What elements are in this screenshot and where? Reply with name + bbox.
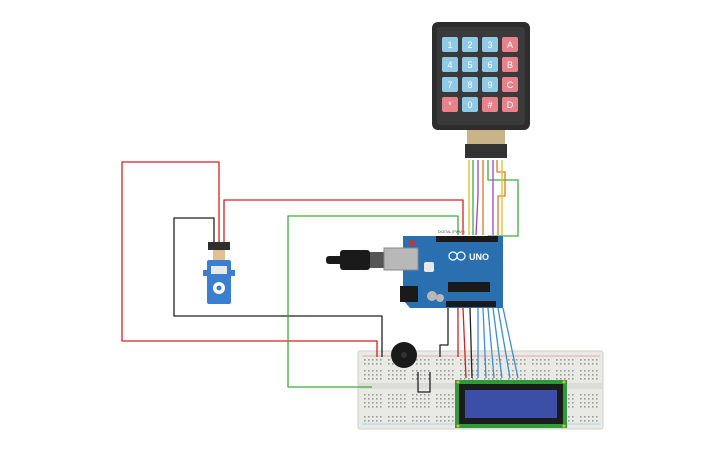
keypad-key[interactable] bbox=[442, 97, 458, 112]
keypad-key-label: 1 bbox=[447, 40, 452, 50]
keypad-key-label: # bbox=[487, 100, 492, 110]
wire-servo-signal bbox=[223, 199, 464, 243]
keypad-key-label: A bbox=[507, 40, 513, 50]
arduino-board[interactable]: UNO DIGITAL (PWM~) bbox=[326, 230, 503, 308]
keypad-key-label: 5 bbox=[467, 60, 472, 70]
analog-header bbox=[446, 301, 496, 307]
buzzer[interactable] bbox=[391, 342, 417, 368]
digital-header bbox=[436, 236, 498, 242]
keypad-key-label: B bbox=[507, 60, 513, 70]
keypad-key-label: 0 bbox=[467, 100, 472, 110]
keypad-key[interactable] bbox=[442, 77, 458, 92]
wire-servo-power bbox=[121, 161, 378, 357]
keypad-key-label: 6 bbox=[487, 60, 492, 70]
wire-lcd-black bbox=[469, 307, 473, 379]
keypad-key-label: 3 bbox=[487, 40, 492, 50]
keypad-keys: 1 2 3 A 4 5 6 B 7 8 9 C * 0 # D bbox=[442, 37, 518, 112]
wire-lcd-5 bbox=[497, 307, 511, 379]
keypad-key-label: D bbox=[507, 100, 514, 110]
keypad-key[interactable] bbox=[442, 37, 458, 52]
reset-button[interactable] bbox=[409, 240, 415, 246]
atmega-chip bbox=[448, 282, 490, 292]
keypad-key[interactable] bbox=[502, 57, 518, 72]
wires bbox=[121, 160, 519, 393]
keypad[interactable]: 1 2 3 A 4 5 6 B 7 8 9 C * 0 # D bbox=[432, 22, 530, 158]
keypad-key[interactable] bbox=[482, 77, 498, 92]
keypad-key[interactable] bbox=[482, 97, 498, 112]
keypad-key[interactable] bbox=[482, 37, 498, 52]
keypad-key[interactable] bbox=[502, 37, 518, 52]
keypad-key-label: 8 bbox=[467, 80, 472, 90]
keypad-key-label: 7 bbox=[447, 80, 452, 90]
power-jack bbox=[400, 286, 418, 302]
keypad-key[interactable] bbox=[442, 57, 458, 72]
digital-label: DIGITAL (PWM~) bbox=[438, 230, 465, 234]
keypad-key[interactable] bbox=[502, 97, 518, 112]
keypad-key[interactable] bbox=[462, 57, 478, 72]
wire-lcd-3 bbox=[487, 307, 495, 379]
keypad-key-label: 2 bbox=[467, 40, 472, 50]
keypad-key[interactable] bbox=[462, 97, 478, 112]
wire-keypad-3 bbox=[475, 160, 479, 236]
wire-buzzer-signal bbox=[287, 215, 459, 388]
keypad-key-label: 4 bbox=[447, 60, 452, 70]
keypad-key[interactable] bbox=[482, 57, 498, 72]
wire-lcd-6 bbox=[502, 307, 519, 379]
servo-motor[interactable] bbox=[203, 242, 235, 304]
keypad-key[interactable] bbox=[462, 77, 478, 92]
keypad-key[interactable] bbox=[462, 37, 478, 52]
wire-keypad-5 bbox=[487, 160, 519, 237]
wire-keypad-7 bbox=[496, 160, 506, 235]
board-label: UNO bbox=[469, 252, 489, 262]
lcd-display[interactable] bbox=[455, 380, 567, 428]
keypad-key-label: C bbox=[507, 80, 514, 90]
usb-port bbox=[383, 247, 419, 271]
keypad-key[interactable] bbox=[502, 77, 518, 92]
wire-lcd-2 bbox=[482, 307, 487, 379]
arduino-logo bbox=[448, 251, 466, 261]
keypad-key-label: * bbox=[448, 100, 452, 110]
keypad-key-label: 9 bbox=[487, 80, 492, 90]
wire-gnd bbox=[439, 308, 449, 357]
wire-buzzer-ground bbox=[417, 372, 431, 393]
wire-lcd-red bbox=[462, 307, 467, 379]
wire-lcd-4 bbox=[492, 307, 503, 379]
wire-servo-ground bbox=[173, 217, 383, 357]
